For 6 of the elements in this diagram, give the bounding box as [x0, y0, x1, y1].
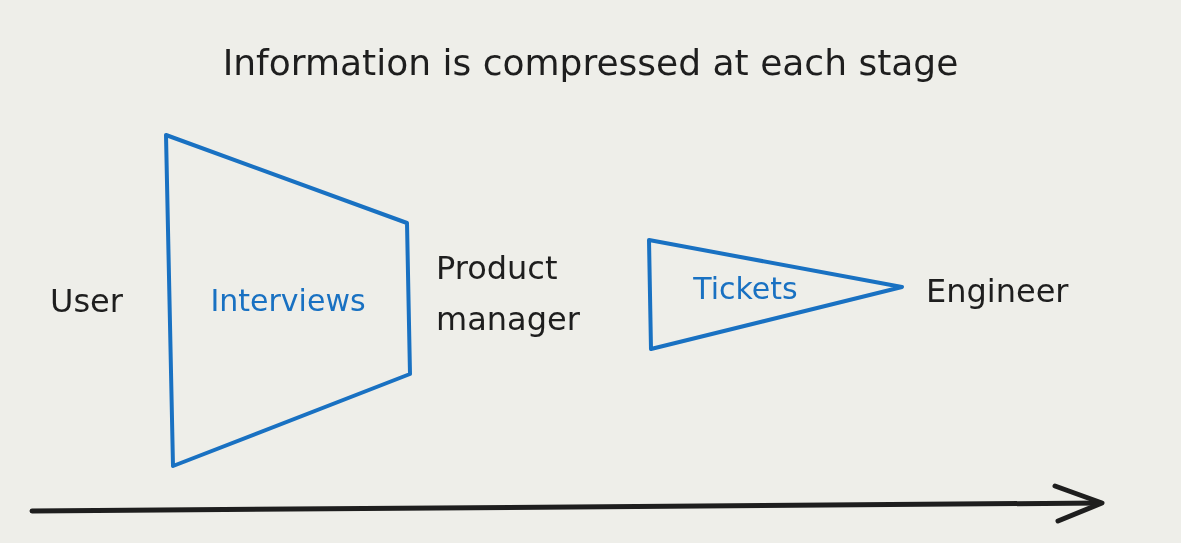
role-label: Product manager	[436, 248, 581, 341]
role-label: User	[50, 281, 124, 322]
role-label: Engineer	[926, 271, 1070, 312]
node-label: Tickets	[693, 271, 798, 306]
title: Information is compressed at each stage	[221, 42, 960, 83]
node-label: Interviews	[210, 283, 366, 318]
